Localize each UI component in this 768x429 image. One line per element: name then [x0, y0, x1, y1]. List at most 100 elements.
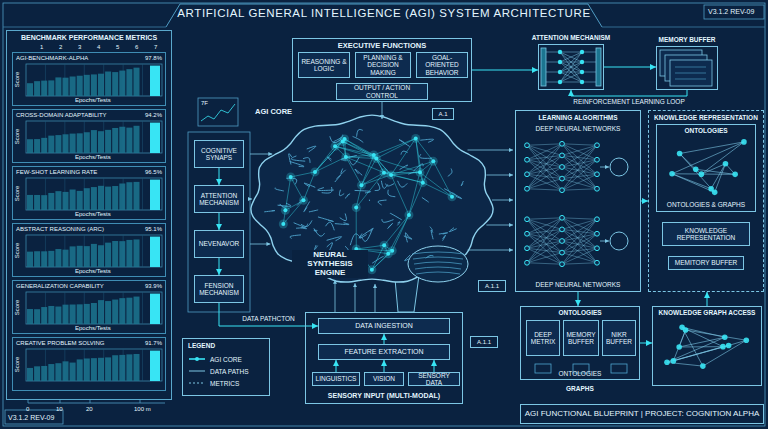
network-node	[595, 172, 600, 177]
network-node	[595, 143, 600, 148]
network-link	[562, 145, 597, 190]
neuron-glow	[357, 181, 366, 190]
memory-page	[670, 60, 712, 86]
chart-bar	[27, 309, 33, 324]
node-text: Epochs/Tests	[75, 154, 111, 161]
brain-outline	[251, 115, 493, 282]
neuron-dot	[382, 243, 386, 247]
module-box: ATTENTION MECHANISM	[194, 185, 244, 213]
chart-bar	[27, 83, 33, 96]
scale-line	[28, 403, 165, 404]
chart-bar	[112, 128, 118, 153]
synapse-link	[392, 215, 409, 251]
graph-edge	[667, 337, 725, 362]
chart-bar	[126, 354, 132, 381]
axis-tick: 3	[78, 44, 81, 51]
brain-fold	[355, 169, 362, 175]
brain-fold	[339, 190, 344, 196]
data-path	[382, 102, 383, 119]
chart-bar	[84, 132, 90, 153]
neuron-glow	[415, 168, 424, 177]
chart-bar	[112, 300, 118, 324]
network-link	[562, 219, 597, 241]
data-connector	[336, 360, 337, 372]
legend-sample	[188, 355, 206, 363]
storage-box: DEEP METRIX	[526, 320, 560, 356]
synapse-link	[361, 155, 373, 185]
data-connector	[472, 70, 538, 71]
function-group: EXECUTIVE FUNCTIONS REASONING & LOGIC PLAN…	[292, 38, 472, 102]
synapse-link	[384, 215, 409, 245]
chart-bar	[112, 72, 118, 96]
neuron-glow	[286, 172, 295, 181]
synapse-link	[315, 146, 335, 172]
brain-fold	[375, 183, 380, 191]
synapse-link	[356, 173, 384, 208]
chart-bar	[55, 249, 61, 267]
chart-bar	[84, 188, 90, 210]
attention-node	[558, 50, 562, 54]
network-node	[525, 186, 530, 191]
node-text: REASONING & LOGIC	[301, 58, 347, 73]
graph-edge	[679, 346, 723, 347]
attention-link	[560, 52, 582, 82]
version-frame	[5, 410, 63, 424]
chart-bar	[27, 368, 33, 381]
chart-bar	[134, 354, 140, 381]
chart-bar	[34, 251, 40, 267]
brain-fold	[387, 223, 392, 228]
graph-node	[683, 327, 689, 333]
node-text: FEATURE EXTRACTION	[344, 348, 423, 356]
attention-node	[580, 60, 584, 64]
node-text: AGI FUNCTIONAL BLUEPRINT | PROJECT: COGN…	[525, 409, 760, 418]
neuron-glow	[341, 153, 350, 162]
network-link	[527, 229, 562, 262]
synapse-link	[361, 159, 376, 186]
network-link	[562, 174, 597, 190]
network-node	[525, 217, 530, 222]
chart-bar	[55, 307, 61, 324]
network-link	[527, 160, 562, 190]
node-text: 97.8%	[145, 55, 162, 62]
brain-fold	[422, 197, 429, 202]
storage-group: ONTOLOGIESONTOLOGIESDEEP METRIXMEMORY BU…	[520, 306, 640, 380]
brain-fold	[314, 228, 325, 236]
brain-fold	[381, 181, 387, 189]
data-path	[600, 241, 609, 242]
chart-bar	[84, 304, 90, 324]
network-link	[527, 179, 562, 189]
chart-bar	[27, 139, 33, 153]
node-text: FENSION MECHANISM	[197, 282, 241, 297]
synapse-link	[346, 157, 362, 185]
node-text: BENCHMARK PERFORMANCE METRICS	[7, 34, 171, 42]
chart-box: CROSS-DOMAIN ADAPTABILITY94.2%ScoreEpoch…	[12, 109, 166, 163]
function-box: PLANNING & DECISION MAKING	[355, 52, 411, 78]
neuron-dot	[354, 205, 358, 209]
data-connector	[384, 334, 385, 344]
attention-link	[560, 52, 582, 62]
synapse-link	[304, 172, 315, 200]
storage-icon	[535, 364, 551, 373]
node-text: EXECUTIVE FUNCTIONS	[293, 42, 471, 51]
chart-bar	[150, 351, 160, 381]
graph-node	[677, 151, 683, 157]
data-connector	[219, 303, 318, 326]
chart-box: CREATIVE PROBLEM SOLVING91.7%Score	[12, 337, 166, 391]
node-text: Epochs/Tests	[75, 97, 111, 104]
network-unit	[610, 232, 628, 250]
network-node	[525, 143, 530, 148]
node-text: AGI-BENCHMARK-ALPHA	[16, 55, 88, 62]
chart-bar	[48, 251, 54, 267]
chart-bar	[70, 134, 76, 153]
axis-tick: 6	[135, 44, 138, 51]
network-link	[527, 144, 562, 145]
graph-node	[664, 360, 670, 366]
chart-box: ABSTRACT REASONING (ARC)95.1%ScoreEpochs…	[12, 223, 166, 277]
plot-area	[26, 292, 162, 324]
data-path	[375, 284, 376, 312]
node-text: SENSORY INPUT (MULTI-MODAL)	[306, 392, 462, 400]
node-text: LEARNING ALGORITHMS	[516, 114, 640, 121]
neuron-glow	[418, 178, 427, 187]
chart-bar	[119, 355, 125, 381]
node-text: Score	[14, 186, 21, 202]
